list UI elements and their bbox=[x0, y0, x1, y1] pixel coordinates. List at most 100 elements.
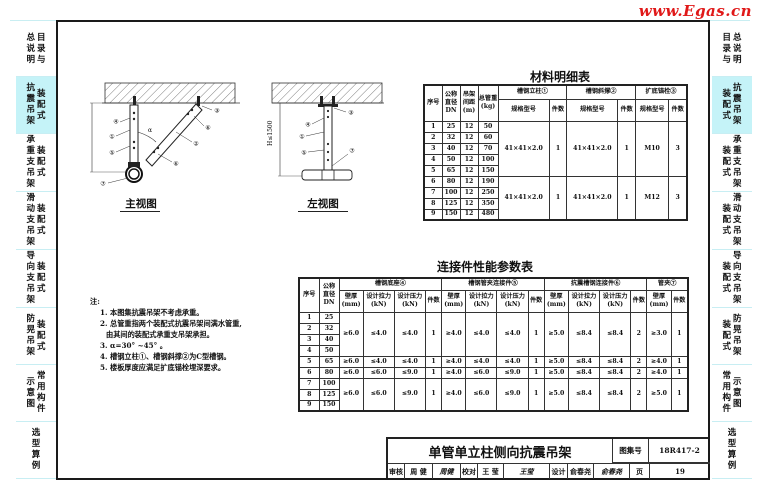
table-cell: ≥5.0 bbox=[543, 355, 569, 368]
nav-char: 意 bbox=[26, 387, 35, 398]
nav-char: 示 bbox=[733, 376, 742, 387]
nav-char: 算 bbox=[727, 450, 737, 460]
nav-char: 震 bbox=[733, 94, 742, 104]
svg-text:α: α bbox=[148, 127, 152, 134]
table-cell: ≤4.0 bbox=[393, 355, 426, 368]
nav-label-column: 抗震吊架 bbox=[733, 83, 742, 127]
nav-char: 向 bbox=[26, 262, 35, 272]
header-line: 设计拉力 bbox=[468, 293, 494, 300]
sidenav-right-item-7[interactable]: 选型算例 bbox=[712, 422, 752, 479]
table-cell: ≥5.0 bbox=[543, 311, 569, 357]
table-cell: 12 bbox=[459, 186, 479, 199]
nav-char: 录 bbox=[37, 43, 46, 54]
sidenav-left-item-2[interactable]: 承重支吊架装配式 bbox=[16, 134, 56, 192]
table-cell: 1 bbox=[617, 120, 636, 177]
header-seq: 序号 bbox=[423, 84, 443, 122]
table-cell: ≤6.0 bbox=[362, 377, 395, 412]
table-cell: 41×41×2.0 bbox=[497, 175, 550, 221]
nav-char: 算 bbox=[31, 450, 41, 460]
nav-char: 构 bbox=[722, 393, 731, 403]
sidenav-left-item-5[interactable]: 防晃吊架装配式 bbox=[16, 308, 56, 365]
table-cell: 1 bbox=[527, 311, 545, 357]
nav-char: 式 bbox=[37, 226, 46, 236]
title-block: 单管单立柱侧向抗震吊架 图集号 18R417-2 审核 周 健 周健 校对 王 … bbox=[386, 437, 710, 479]
header-line: (mm) bbox=[649, 301, 669, 308]
sidenav-right-item-5[interactable]: 装配式防晃吊架 bbox=[712, 308, 752, 365]
left-view-caption: 左视图 bbox=[307, 198, 339, 210]
callout-1: ① bbox=[109, 134, 114, 141]
nav-char: 装 bbox=[37, 146, 46, 156]
table-cell: 150 bbox=[477, 164, 499, 177]
sidenav-left-item-0[interactable]: 总说明目录与 bbox=[16, 22, 56, 77]
nav-char: 型 bbox=[31, 439, 41, 449]
sidenav-left-item-1[interactable]: 抗震吊架装配式 bbox=[16, 77, 56, 134]
table-cell: ≥5.0 bbox=[543, 377, 569, 412]
sidenav-right-item-1[interactable]: 装配式抗震吊架 bbox=[712, 77, 752, 134]
table-cell: 25 bbox=[441, 120, 461, 133]
nav-char: 抗 bbox=[26, 83, 35, 93]
nav-char: 式 bbox=[722, 168, 731, 178]
table-cell: ≤4.0 bbox=[362, 311, 395, 357]
table-cell: 1 bbox=[548, 120, 568, 177]
sidenav-right-item-6[interactable]: 常用构件示意图 bbox=[712, 365, 752, 422]
table-cell: ≥5.0 bbox=[543, 366, 569, 379]
nav-label-column: 选型算例 bbox=[728, 428, 737, 472]
table-cell: 3 bbox=[668, 175, 688, 221]
sidenav-right-item-4[interactable]: 装配式导向支吊架 bbox=[712, 250, 752, 308]
header-pipe-weight: 总管重(kg) bbox=[477, 84, 499, 122]
sidenav-left-item-6[interactable]: 示意图常用构件 bbox=[16, 365, 56, 422]
callout-3: ③ bbox=[214, 108, 219, 115]
header-qty: 件数 bbox=[668, 98, 688, 122]
nav-char: 架 bbox=[26, 179, 35, 189]
callout-5: ⑤ bbox=[109, 150, 114, 157]
nav-label-column: 总说明 bbox=[733, 33, 742, 66]
table-cell: 1 bbox=[617, 175, 636, 221]
sidenav-right-item-3[interactable]: 装配式滑动支吊架 bbox=[712, 192, 752, 250]
nav-char: 装 bbox=[37, 204, 46, 214]
table-cell: 50 bbox=[477, 120, 499, 133]
nav-char: 式 bbox=[722, 110, 731, 121]
callout-2: ② bbox=[193, 141, 199, 148]
table-cell: 12 bbox=[459, 175, 479, 188]
reviewer-signature: 周健 bbox=[433, 464, 461, 479]
sidenav-right-item-0[interactable]: 目录与总说明 bbox=[712, 22, 752, 77]
note-3: 3. α=30° ~45° 。 bbox=[100, 341, 167, 350]
nav-char: 晃 bbox=[733, 325, 742, 335]
table-cell: 41×41×2.0 bbox=[566, 175, 619, 221]
table-cell: ≤9.0 bbox=[393, 366, 426, 379]
nav-char: 吊 bbox=[733, 226, 742, 236]
nav-char: 示 bbox=[26, 376, 35, 387]
reviewer-name: 周 健 bbox=[405, 464, 433, 479]
header-line: 吊架 bbox=[462, 91, 476, 99]
left-view-drawing: H≤1500 ④ ① ⑤ ③ ⑦ bbox=[267, 82, 384, 181]
nav-char: 吊 bbox=[26, 105, 35, 115]
sidenav-left-item-3[interactable]: 滑动支吊架装配式 bbox=[16, 192, 56, 250]
sidenav-right-item-2[interactable]: 装配式承重支吊架 bbox=[712, 134, 752, 192]
table-cell: ≥6.0 bbox=[338, 355, 364, 368]
header-compression: 设计压力(kN) bbox=[393, 289, 426, 313]
nav-char: 支 bbox=[26, 215, 35, 225]
table-cell: 41×41×2.0 bbox=[497, 120, 550, 177]
header-thickness: 壁厚(mm) bbox=[646, 289, 672, 313]
header-thickness: 壁厚(mm) bbox=[543, 289, 569, 313]
header-line: 公称 bbox=[444, 91, 458, 99]
header-line: 设计压力 bbox=[397, 293, 423, 300]
header-qty: 件数 bbox=[424, 289, 443, 313]
nav-char: 支 bbox=[733, 215, 742, 225]
sidenav-left-item-7[interactable]: 选型算例 bbox=[16, 422, 56, 479]
table-cell: ≤6.0 bbox=[362, 366, 395, 379]
nav-char: 用 bbox=[37, 382, 46, 392]
nav-label-column: 滑动支吊架 bbox=[26, 193, 35, 248]
review-label: 审核 bbox=[388, 464, 405, 479]
nav-label-column: 承重支吊架 bbox=[26, 135, 35, 190]
table-cell: ≤4.0 bbox=[465, 355, 498, 368]
sidenav-left-item-4[interactable]: 导向支吊架装配式 bbox=[16, 250, 56, 308]
nav-char: 式 bbox=[722, 284, 731, 294]
header-line: (kN) bbox=[607, 301, 624, 308]
header-tension: 设计拉力(kN) bbox=[362, 289, 395, 313]
table-cell: 3 bbox=[668, 120, 688, 177]
